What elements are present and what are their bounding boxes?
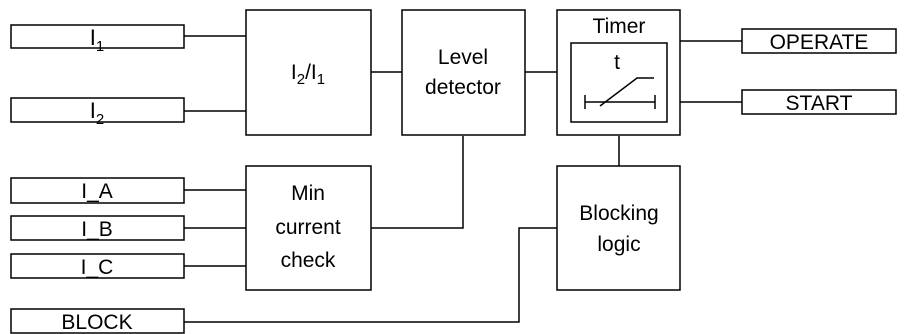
timer-characteristic-icon: [584, 77, 656, 109]
connection-lines: [184, 35, 742, 323]
input-ic-label: I_C: [81, 256, 114, 279]
wire-block-blocking: [184, 227, 557, 323]
ratio-denominator: /I: [305, 61, 317, 84]
timer-symbol-t: t: [614, 51, 620, 74]
output-start: START: [741, 89, 897, 115]
input-i1-subscript: 1: [96, 38, 104, 55]
output-start-label: START: [786, 92, 853, 115]
input-i1: I1: [10, 24, 185, 55]
timer-symbol-frame: [570, 42, 668, 123]
input-i2: I2: [10, 97, 185, 128]
level-detector-line-2: detector: [425, 76, 501, 99]
input-i2-label: I: [90, 98, 96, 123]
wire-mincheck-level: [371, 136, 464, 229]
ratio-block: I2/I1: [245, 9, 372, 136]
input-ia: I_A: [10, 177, 185, 204]
blocking-logic-block: Blocking logic: [556, 165, 681, 291]
min-current-check-block: Min current check: [245, 165, 372, 291]
timer-title: Timer: [593, 15, 646, 38]
input-block-label: BLOCK: [61, 311, 132, 334]
min-current-check-line-2: current: [275, 216, 341, 239]
output-operate: OPERATE: [741, 28, 897, 54]
ratio-numerator-subscript: 2: [297, 71, 305, 88]
input-ia-label: I_A: [81, 180, 113, 203]
input-ib: I_B: [10, 215, 185, 241]
ratio-numerator: I: [291, 61, 297, 84]
svg-text:I2/I1: I2/I1: [291, 61, 325, 88]
blocking-logic-line-1: Blocking: [579, 202, 658, 225]
min-current-check-line-3: check: [281, 249, 336, 272]
input-block: BLOCK: [10, 308, 185, 334]
input-i1-label: I: [90, 25, 96, 50]
level-detector-line-1: Level: [438, 46, 488, 69]
blocking-logic-line-2: logic: [597, 233, 640, 256]
timer-block: Timer t: [556, 9, 681, 136]
svg-text:I1: I1: [90, 25, 104, 55]
input-ib-label: I_B: [81, 218, 113, 241]
input-i2-subscript: 2: [96, 111, 104, 128]
min-current-check-line-1: Min: [291, 182, 325, 205]
level-detector-block: Level detector: [401, 9, 526, 136]
svg-text:I2: I2: [90, 98, 104, 128]
input-ic: I_C: [10, 253, 185, 279]
ratio-denominator-subscript: 1: [317, 71, 325, 88]
output-operate-label: OPERATE: [770, 31, 869, 54]
